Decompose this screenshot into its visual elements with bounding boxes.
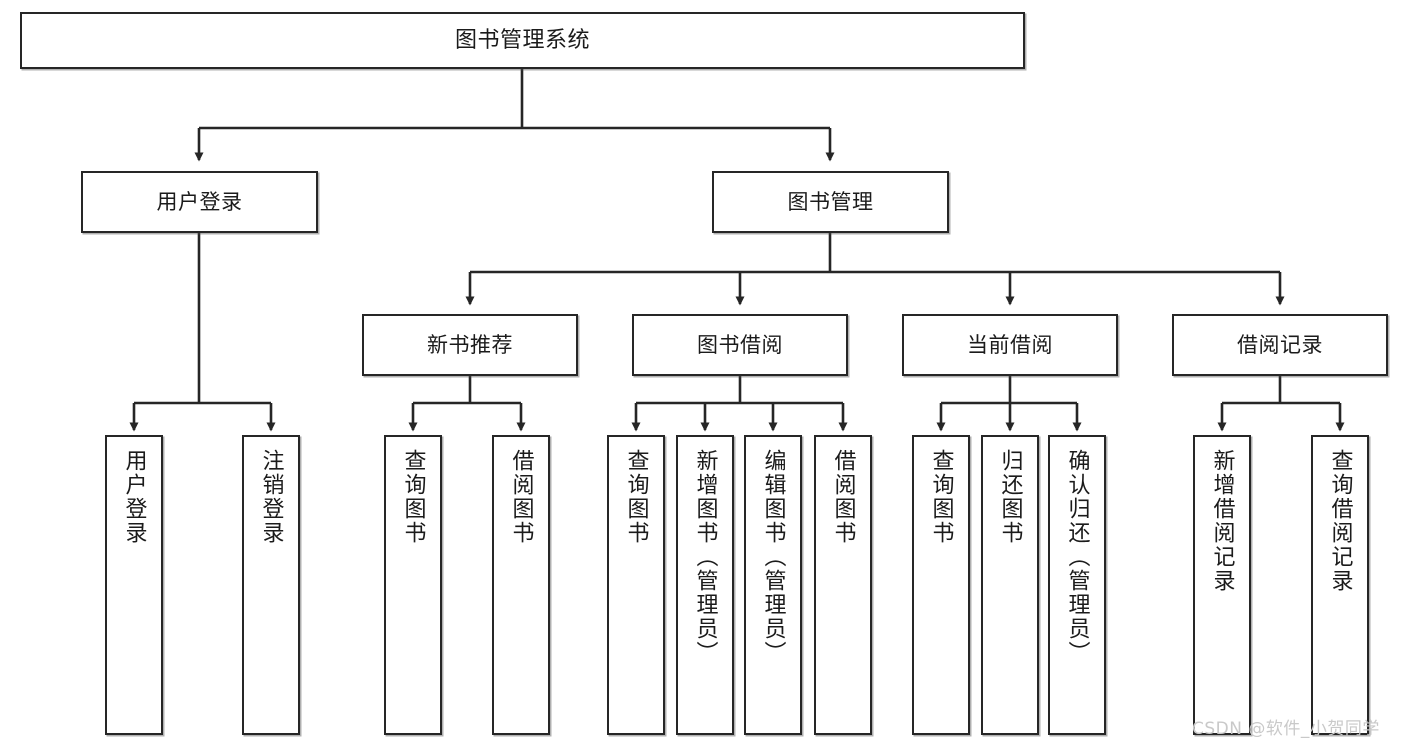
leaf-current-return-book-label: 归还图书 bbox=[997, 449, 1023, 545]
leaf-borrow-query-book-label: 查询图书 bbox=[623, 449, 649, 545]
node-root[interactable]: 图书管理系统 bbox=[20, 12, 1025, 69]
node-new-book-recommend[interactable]: 新书推荐 bbox=[362, 314, 578, 376]
leaf-record-query-record-label: 查询借阅记录 bbox=[1327, 449, 1353, 593]
node-book-borrow[interactable]: 图书借阅 bbox=[632, 314, 848, 376]
leaf-current-confirm-return-label: 确认归还（管理员） bbox=[1064, 449, 1090, 665]
node-borrow-record[interactable]: 借阅记录 bbox=[1172, 314, 1388, 376]
node-root-label: 图书管理系统 bbox=[454, 27, 590, 53]
leaf-user-login-logout-label: 注销登录 bbox=[258, 449, 284, 545]
leaf-user-login-logout[interactable]: 注销登录 bbox=[242, 435, 300, 735]
leaf-record-add-record[interactable]: 新增借阅记录 bbox=[1193, 435, 1251, 735]
leaf-recommend-borrow-book-label: 借阅图书 bbox=[508, 449, 534, 545]
leaf-borrow-edit-book[interactable]: 编辑图书（管理员） bbox=[744, 435, 802, 735]
leaf-borrow-add-book-label: 新增图书（管理员） bbox=[692, 449, 718, 665]
node-current-borrow[interactable]: 当前借阅 bbox=[902, 314, 1118, 376]
node-borrow-record-label: 借阅记录 bbox=[1237, 332, 1323, 357]
leaf-user-login-login-label: 用户登录 bbox=[121, 449, 147, 545]
node-book-borrow-label: 图书借阅 bbox=[697, 332, 783, 357]
csdn-watermark: CSDN @软件_小贺同学 bbox=[1192, 719, 1380, 739]
leaf-current-confirm-return[interactable]: 确认归还（管理员） bbox=[1048, 435, 1106, 735]
leaf-record-query-record[interactable]: 查询借阅记录 bbox=[1311, 435, 1369, 735]
leaf-borrow-edit-book-label: 编辑图书（管理员） bbox=[760, 449, 786, 665]
leaf-borrow-add-book[interactable]: 新增图书（管理员） bbox=[676, 435, 734, 735]
leaf-recommend-borrow-book[interactable]: 借阅图书 bbox=[492, 435, 550, 735]
node-book-management[interactable]: 图书管理 bbox=[712, 171, 949, 233]
node-book-management-label: 图书管理 bbox=[787, 189, 874, 214]
leaf-current-return-book[interactable]: 归还图书 bbox=[981, 435, 1039, 735]
leaf-record-add-record-label: 新增借阅记录 bbox=[1209, 449, 1235, 593]
leaf-current-query-book[interactable]: 查询图书 bbox=[912, 435, 970, 735]
node-current-borrow-label: 当前借阅 bbox=[967, 332, 1053, 357]
leaf-borrow-borrow-book-label: 借阅图书 bbox=[830, 449, 856, 545]
node-new-book-recommend-label: 新书推荐 bbox=[427, 332, 513, 357]
leaf-recommend-query-book-label: 查询图书 bbox=[400, 449, 426, 545]
leaf-recommend-query-book[interactable]: 查询图书 bbox=[384, 435, 442, 735]
node-user-login-label: 用户登录 bbox=[156, 189, 243, 214]
leaf-borrow-borrow-book[interactable]: 借阅图书 bbox=[814, 435, 872, 735]
leaf-user-login-login[interactable]: 用户登录 bbox=[105, 435, 163, 735]
leaf-borrow-query-book[interactable]: 查询图书 bbox=[607, 435, 665, 735]
leaf-current-query-book-label: 查询图书 bbox=[928, 449, 954, 545]
node-user-login[interactable]: 用户登录 bbox=[81, 171, 318, 233]
